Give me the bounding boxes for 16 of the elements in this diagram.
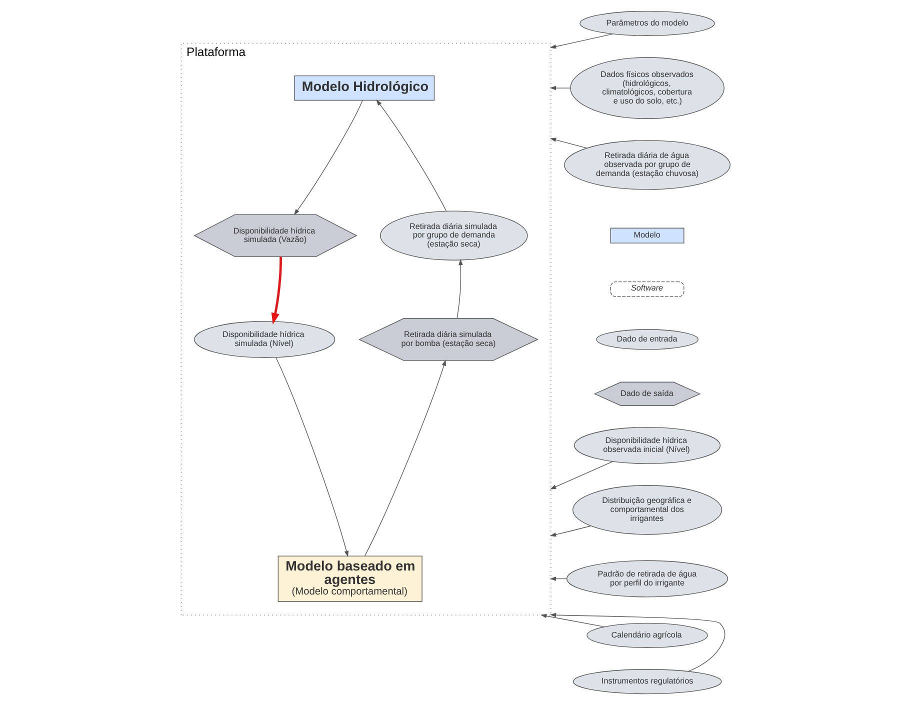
arrow bbox=[276, 357, 349, 557]
arrow bbox=[550, 34, 614, 49]
arrow bbox=[271, 256, 282, 325]
arrow bbox=[550, 526, 592, 537]
node-box: Modelo Hidrológico bbox=[294, 76, 435, 101]
arrow bbox=[550, 138, 588, 148]
arrow bbox=[540, 614, 605, 628]
node-box: Modelo baseado em agentes (Modelo comportamental) bbox=[278, 556, 422, 602]
arrow bbox=[550, 461, 613, 490]
arrow bbox=[550, 576, 567, 581]
arrow bbox=[364, 360, 446, 556]
arrow bbox=[456, 259, 463, 319]
arrow bbox=[550, 86, 571, 90]
arrow bbox=[550, 612, 726, 672]
arrow bbox=[294, 100, 363, 216]
arrow bbox=[376, 100, 447, 212]
